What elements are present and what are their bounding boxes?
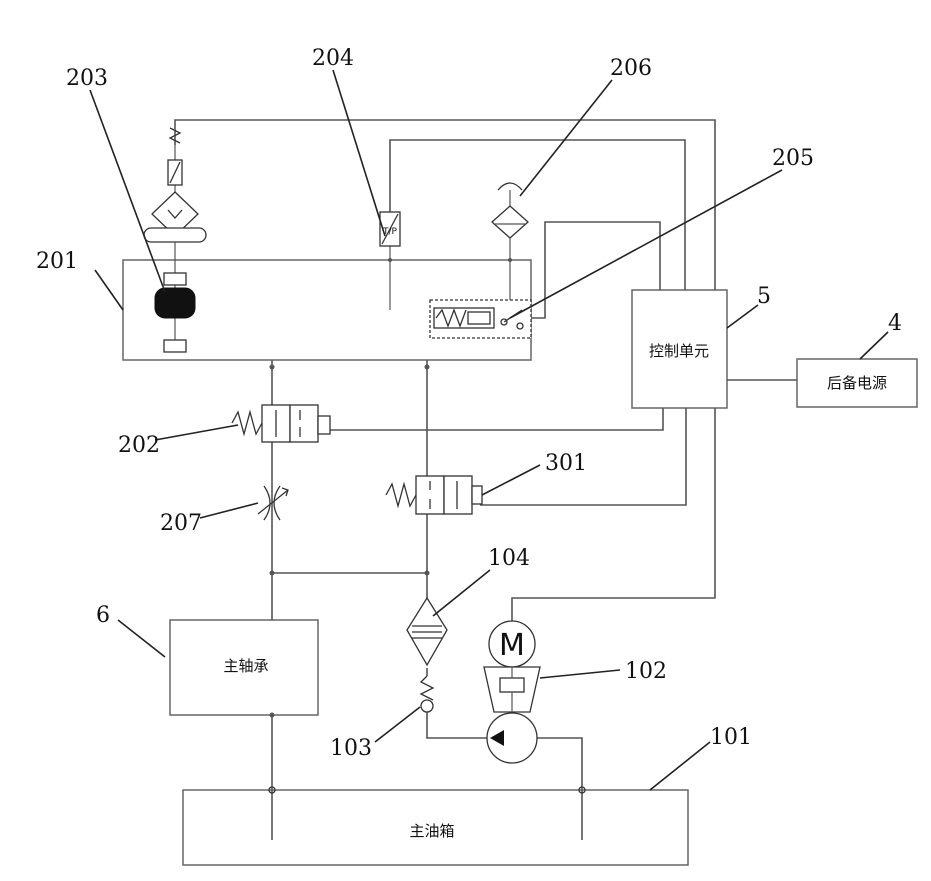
motor-signal [512,408,715,622]
backup-power-label: 后备电源 [827,374,887,392]
main-tank-label: 主油箱 [409,822,454,840]
label-5: 5 [757,284,771,309]
leader-6 [118,620,165,657]
label-301: 301 [545,451,587,476]
pump-outlet-line [427,712,488,738]
leader-201 [95,270,123,310]
main-bearing-label: 主轴承 [223,657,268,675]
label-104: 104 [488,546,530,571]
label-102: 102 [625,659,667,684]
label-6: 6 [96,603,110,628]
junction-dot [425,571,430,576]
control-unit-label: 控制单元 [649,342,709,360]
leader-207 [200,503,258,518]
leader-104 [433,570,490,616]
leader-202 [155,425,238,440]
filter-104 [407,598,447,665]
valve-301 [386,476,482,514]
motor-letter: M [499,628,525,663]
leader-103 [375,707,420,742]
leader-301 [482,465,540,495]
label-4: 4 [888,311,902,336]
leader-101 [650,742,710,790]
label-206: 206 [610,56,652,81]
label-207: 207 [160,511,202,536]
label-201: 201 [36,249,78,274]
leader-204 [333,70,385,236]
label-202: 202 [118,433,160,458]
valve-202-signal [330,408,663,430]
label-203: 203 [66,66,108,91]
valve-202 [232,405,330,442]
leader-206 [520,80,612,196]
junction-dot [425,365,430,370]
junction-dot [270,571,275,576]
check-valve-103 [421,676,433,712]
pressure-switch-205 [430,300,531,338]
leader-5 [727,305,758,328]
label-101: 101 [710,725,752,750]
throttle-valve-207 [258,486,288,520]
label-205: 205 [772,146,814,171]
motor-pump-group: M [484,621,540,763]
bladder-icon [155,288,195,318]
label-103: 103 [330,736,372,761]
leader-4 [860,332,888,359]
leader-102 [540,670,620,678]
junction-dot [270,713,275,718]
junction-dot [270,365,275,370]
label-204: 204 [312,46,354,71]
